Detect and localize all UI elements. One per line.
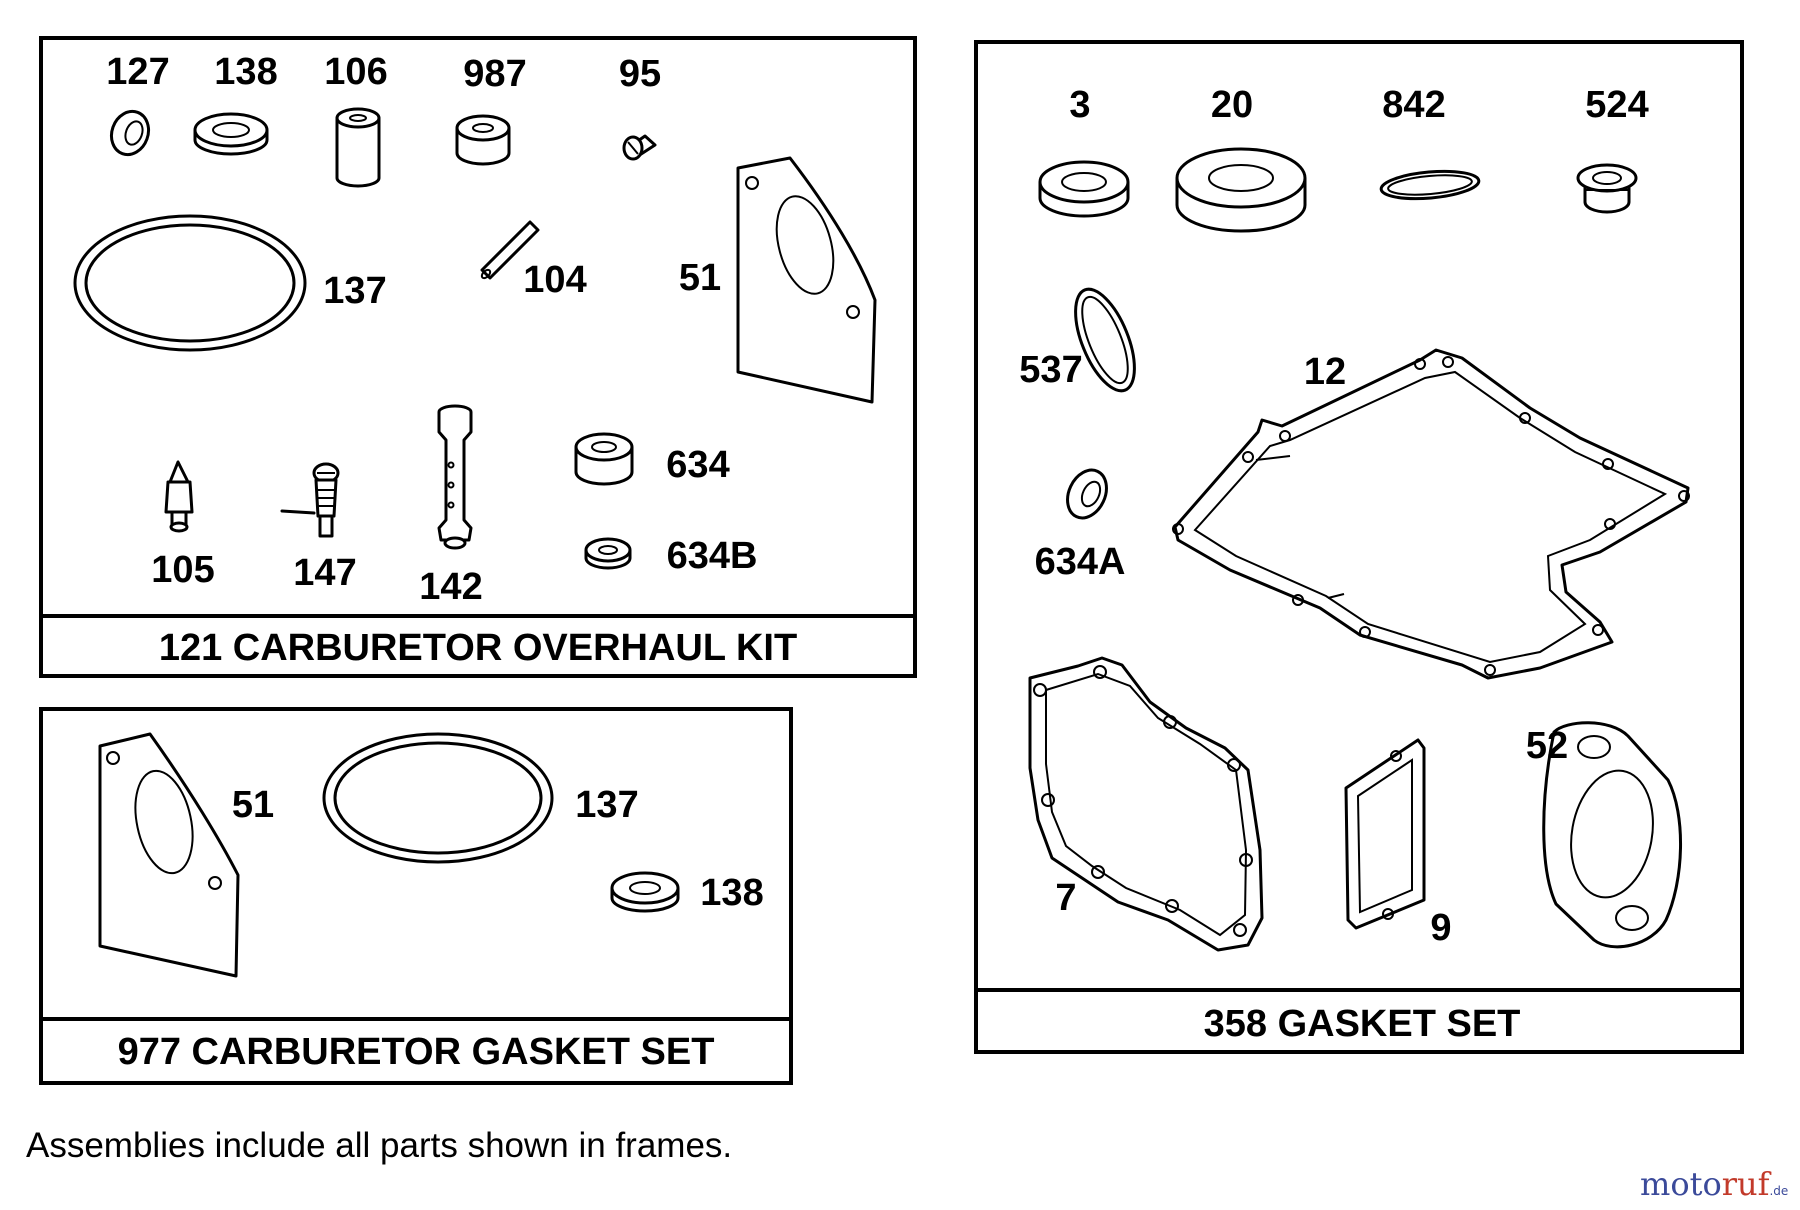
part-51-plate xyxy=(98,732,240,978)
part-7-head-gasket xyxy=(1028,656,1264,952)
carburetor-overhaul-kit-frame: 121 CARBURETOR OVERHAUL KIT 127 138 106 … xyxy=(39,36,917,678)
frame-title: 977 CARBURETOR GASKET SET xyxy=(118,1031,715,1073)
label-842: 842 xyxy=(1382,84,1445,126)
label-105: 105 xyxy=(151,549,214,591)
part-20-oil-seal xyxy=(1175,147,1307,233)
part-634-spacer xyxy=(574,432,634,486)
label-52: 52 xyxy=(1526,725,1568,767)
label-147: 147 xyxy=(293,552,356,594)
frame-title: 121 CARBURETOR OVERHAUL KIT xyxy=(159,627,797,669)
label-137: 137 xyxy=(323,270,386,312)
part-987-spacer xyxy=(455,114,511,166)
part-105-needle xyxy=(164,460,194,533)
label-127: 127 xyxy=(106,51,169,93)
frame-border xyxy=(39,36,917,678)
part-95-screw xyxy=(622,134,657,161)
part-137-ring xyxy=(322,732,554,864)
part-537-o-ring xyxy=(1074,287,1136,393)
label-634b: 634B xyxy=(667,535,758,577)
part-524-grommet xyxy=(1576,163,1638,214)
part-127-washer xyxy=(109,109,151,157)
label-987: 987 xyxy=(463,53,526,95)
watermark-suffix: .de xyxy=(1769,1184,1788,1198)
assemblies-note: Assemblies include all parts shown in fr… xyxy=(26,1126,732,1165)
part-104-pin xyxy=(480,220,540,280)
label-95: 95 xyxy=(619,53,661,95)
label-106: 106 xyxy=(324,51,387,93)
label-634a: 634A xyxy=(1035,541,1126,583)
part-51-plate xyxy=(736,156,877,404)
frame-border xyxy=(39,707,793,1085)
part-634a-washer xyxy=(1066,468,1108,520)
part-138-seal xyxy=(610,871,680,913)
part-12-crankcase-gasket xyxy=(1172,348,1690,680)
part-842-o-ring xyxy=(1379,169,1481,201)
part-142-emulsion-tube xyxy=(437,404,473,550)
label-634: 634 xyxy=(666,444,729,486)
part-138-seal xyxy=(193,112,269,156)
label-20: 20 xyxy=(1211,84,1253,126)
motoruf-watermark-logo: motoruf.de xyxy=(1640,1165,1788,1203)
part-147-screw xyxy=(280,462,340,538)
label-137: 137 xyxy=(575,784,638,826)
label-142: 142 xyxy=(419,566,482,608)
label-7: 7 xyxy=(1055,877,1076,919)
label-138: 138 xyxy=(700,872,763,914)
gasket-set-frame: 358 GASKET SET 3 20 842 524 xyxy=(974,40,1744,1054)
watermark-part1: moto xyxy=(1640,1165,1722,1203)
part-106-bushing xyxy=(335,107,381,188)
part-137-ring xyxy=(73,214,307,352)
label-12: 12 xyxy=(1304,351,1346,393)
label-138: 138 xyxy=(214,51,277,93)
label-524: 524 xyxy=(1585,84,1648,126)
frame-border xyxy=(974,40,1744,1054)
watermark-part2: ruf xyxy=(1722,1165,1772,1203)
carburetor-gasket-set-frame: 977 CARBURETOR GASKET SET 51 137 138 xyxy=(39,707,793,1085)
svg-text:motoruf.de: motoruf.de xyxy=(1640,1165,1788,1203)
label-51: 51 xyxy=(232,784,274,826)
label-537: 537 xyxy=(1019,349,1082,391)
label-104: 104 xyxy=(523,259,586,301)
part-9-gasket xyxy=(1344,738,1426,930)
part-52-gasket xyxy=(1542,721,1683,949)
label-51: 51 xyxy=(679,257,721,299)
part-3-oil-seal xyxy=(1038,160,1130,218)
part-634b-washer xyxy=(584,537,632,570)
label-9: 9 xyxy=(1430,907,1451,949)
frame-title: 358 GASKET SET xyxy=(1204,1003,1521,1045)
label-3: 3 xyxy=(1069,84,1090,126)
